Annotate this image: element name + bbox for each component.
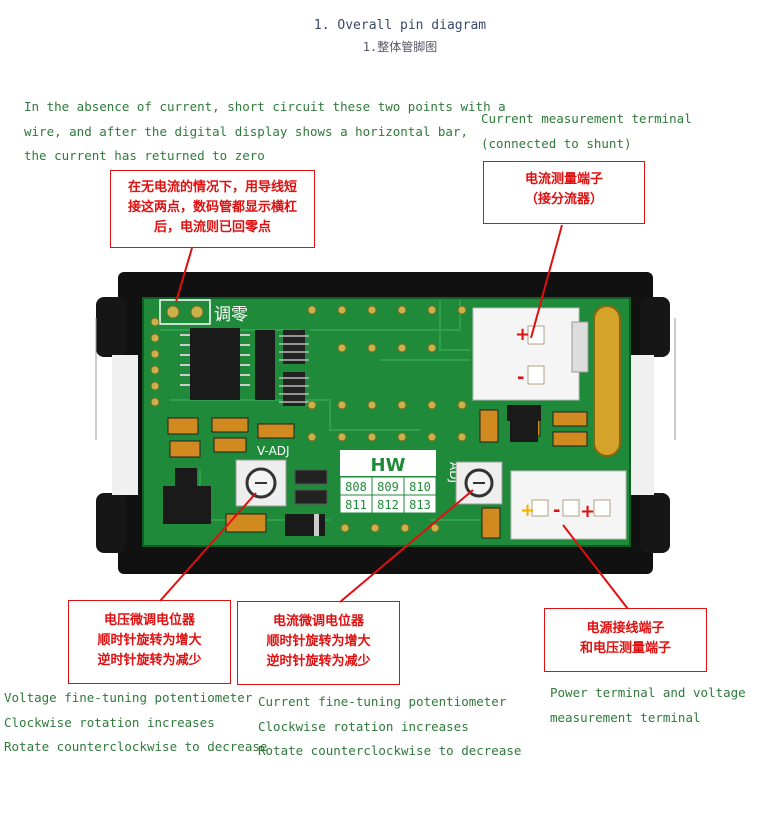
voltage-pot-cn-line: 顺时针旋转为增大 bbox=[97, 633, 202, 648]
title-cn: 1.整体管脚图 bbox=[362, 40, 438, 54]
model-code: 809 bbox=[377, 480, 399, 494]
power-pin-1 bbox=[531, 499, 549, 517]
current-pot-en-line: Clockwise rotation increases bbox=[258, 718, 469, 734]
case-side-left bbox=[112, 355, 138, 495]
voltage-pot-cn-box: 电压微调电位器 顺时针旋转为增大 逆时针旋转为减少 bbox=[68, 600, 231, 684]
voltage-pot-en-line: Rotate counterclockwise to decrease bbox=[4, 739, 268, 754]
power-terminal-cn-box: 电源接线端子 和电压测量端子 bbox=[544, 608, 707, 672]
voltage-pot-cn-line: 逆时针旋转为减少 bbox=[97, 653, 202, 668]
power-minus-sign: - bbox=[553, 500, 560, 521]
case-clip-right-bottom bbox=[640, 493, 670, 553]
model-code: 812 bbox=[377, 498, 399, 512]
zero-note-cn-box: 在无电流的情况下，用导线短 接这两点，数码管都显示横杠 后，电流则已回零点 bbox=[110, 170, 315, 248]
shunt-plus-sign: + bbox=[515, 324, 530, 345]
smd-resistor-1 bbox=[552, 411, 588, 427]
left-pin-header bbox=[150, 317, 160, 407]
zero-note-cn-line: 后，电流则已回零点 bbox=[153, 220, 271, 235]
shunt-note-en-line: Current measurement terminal bbox=[481, 111, 692, 126]
soic-chip-1 bbox=[283, 330, 305, 364]
hw-label-box bbox=[340, 450, 436, 476]
zero-pad-1 bbox=[166, 305, 180, 319]
zero-note-en-line: wire, and after the digital display show… bbox=[24, 123, 469, 139]
voltage-pot-cn-line: 电压微调电位器 bbox=[103, 613, 195, 628]
diode-band bbox=[314, 514, 319, 536]
current-pot-cn-line: 电流微调电位器 bbox=[272, 614, 364, 629]
shunt-pin-minus bbox=[527, 365, 545, 385]
shunt-cn-line: （接分流器） bbox=[524, 192, 603, 207]
voltage-pot-en-line: Clockwise rotation increases bbox=[4, 714, 215, 730]
zero-note-en: In the absence of current, short circuit… bbox=[24, 95, 506, 169]
case-side-right bbox=[628, 355, 654, 495]
title-en: 1. Overall pin diagram bbox=[313, 18, 487, 33]
zero-note-en-line: In the absence of current, short circuit… bbox=[24, 99, 506, 114]
zero-note-cn-line: 接这两点，数码管都显示横杠 bbox=[127, 200, 297, 215]
voltage-pot-en: Voltage fine-tuning potentiometer Clockw… bbox=[4, 686, 267, 760]
current-pot-cn-line: 逆时针旋转为减少 bbox=[266, 654, 371, 669]
v-adj-label: V-ADJ bbox=[257, 444, 290, 458]
smd-resistor-2 bbox=[552, 431, 588, 447]
zero-adjust-outline bbox=[159, 299, 211, 325]
shunt-note-en: Current measurement terminal (connected … bbox=[481, 107, 692, 156]
mosfet-tab bbox=[507, 405, 541, 421]
shunt-terminal-connector[interactable] bbox=[472, 307, 580, 401]
shunt-note-en-line: (connected to shunt) bbox=[481, 135, 632, 151]
shunt-minus-sign: - bbox=[517, 367, 524, 388]
power-terminal-en: Power terminal and voltage measurement t… bbox=[550, 681, 746, 730]
shunt-cn-line: 电流测量端子 bbox=[524, 172, 603, 187]
model-code: 813 bbox=[409, 498, 431, 512]
main-ic-pins bbox=[180, 334, 250, 386]
voltage-regulator bbox=[163, 486, 211, 524]
power-pin-2 bbox=[562, 499, 580, 517]
power-terminal-en-line: Power terminal and voltage bbox=[550, 685, 746, 700]
zero-adjust-label: 调零 bbox=[214, 305, 248, 325]
current-pot-en-line: Rotate counterclockwise to decrease bbox=[258, 743, 522, 758]
model-code: 808 bbox=[345, 480, 367, 494]
connector-latch bbox=[571, 321, 589, 373]
main-ic-chip bbox=[190, 328, 240, 400]
power-plus-red-sign: + bbox=[580, 501, 595, 522]
shunt-cn-box: 电流测量端子 （接分流器） bbox=[483, 161, 645, 224]
case-clip-left-top bbox=[96, 297, 126, 357]
current-pot-en-line: Current fine-tuning potentiometer bbox=[258, 694, 507, 709]
soic-chip-2 bbox=[283, 372, 305, 406]
model-code: 811 bbox=[345, 498, 367, 512]
mosfet bbox=[510, 420, 538, 442]
zero-note-cn-line: 在无电流的情况下，用导线短 bbox=[127, 180, 297, 195]
zero-note-en-line: the current has returned to zero bbox=[24, 148, 265, 163]
smd-transistor-2 bbox=[294, 489, 328, 505]
model-code: 810 bbox=[409, 480, 431, 494]
power-terminal-en-line: measurement terminal bbox=[550, 709, 701, 725]
smd-capacitor-c bbox=[479, 409, 499, 443]
smd-transistor-1 bbox=[294, 469, 328, 485]
current-pot-cn-line: 顺时针旋转为增大 bbox=[266, 634, 371, 649]
secondary-ic bbox=[255, 330, 275, 400]
current-pot-cn-box: 电流微调电位器 顺时针旋转为增大 逆时针旋转为减少 bbox=[237, 601, 400, 685]
smd-capacitor-right bbox=[481, 507, 501, 539]
regulator-tab bbox=[175, 468, 197, 486]
power-terminal-cn-line: 电源接线端子 bbox=[586, 621, 665, 636]
power-terminal-cn-line: 和电压测量端子 bbox=[579, 641, 671, 656]
power-pin-3 bbox=[593, 499, 611, 517]
case-clip-left-bottom bbox=[96, 493, 126, 553]
soic-pins bbox=[279, 335, 309, 403]
voltage-pot-en-line: Voltage fine-tuning potentiometer bbox=[4, 690, 253, 705]
current-pot-en: Current fine-tuning potentiometer Clockw… bbox=[258, 690, 521, 764]
zero-pad-2 bbox=[190, 305, 204, 319]
pcb-outline bbox=[142, 297, 631, 547]
case-clip-right-top bbox=[640, 297, 670, 357]
power-plus-yellow-sign: + bbox=[520, 500, 535, 521]
shunt-pin-plus bbox=[527, 325, 545, 345]
brand-label: HW bbox=[371, 455, 406, 476]
via-grid bbox=[307, 305, 467, 533]
shunt-copper-loop bbox=[593, 305, 621, 457]
callout-leader-lines bbox=[159, 224, 629, 610]
